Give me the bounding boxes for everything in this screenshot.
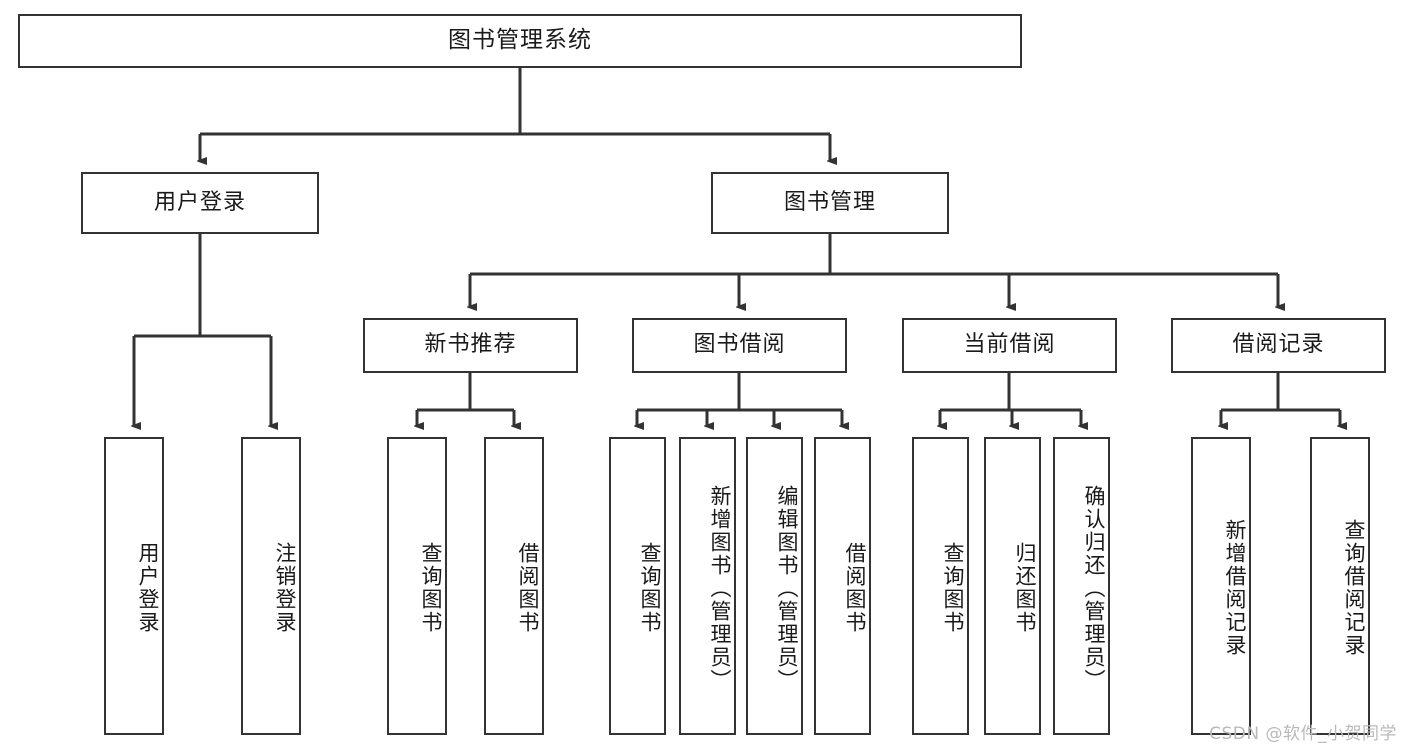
leaf-node-7[interactable]: 借阅图书 [814,437,871,735]
leaf-node-label: 用户登录 [136,542,160,634]
leaf-node-5[interactable]: 新增图书（管理员） [679,437,736,735]
leaf-node-12[interactable]: 查询借阅记录 [1310,437,1370,735]
leaf-node-1[interactable]: 注销登录 [241,437,301,735]
leaf-node-label: 查询图书 [419,542,443,634]
leaf-node-11[interactable]: 新增借阅记录 [1191,437,1251,735]
level3-node-label: 借阅记录 [1232,332,1325,358]
leaf-node-3[interactable]: 借阅图书 [484,437,544,735]
leaf-node-2[interactable]: 查询图书 [387,437,447,735]
level2-node-label: 图书管理 [783,189,876,215]
level3-node-0[interactable]: 新书推荐 [363,318,578,373]
level3-node-label: 新书推荐 [424,332,517,358]
leaf-node-label: 编辑图书（管理员） [775,484,799,692]
level2-node-label: 用户登录 [153,189,246,215]
leaf-node-label: 注销登录 [273,542,297,634]
watermark: CSDN @软件_小贺同学 [1209,724,1397,744]
leaf-node-label: 归还图书 [1013,542,1037,634]
leaf-node-label: 查询图书 [941,542,965,634]
leaf-node-label: 确认归还（管理员） [1082,484,1106,692]
level3-node-3[interactable]: 借阅记录 [1171,318,1386,373]
level3-node-label: 当前借阅 [963,332,1056,358]
leaf-node-6[interactable]: 编辑图书（管理员） [746,437,803,735]
level2-node-0[interactable]: 用户登录 [81,172,319,234]
leaf-node-label: 新增借阅记录 [1223,519,1247,657]
level2-node-1[interactable]: 图书管理 [711,172,949,234]
leaf-node-9[interactable]: 归还图书 [984,437,1041,735]
leaf-node-10[interactable]: 确认归还（管理员） [1053,437,1110,735]
leaf-node-label: 新增图书（管理员） [708,484,732,692]
leaf-node-8[interactable]: 查询图书 [912,437,969,735]
leaf-node-label: 查询图书 [638,542,662,634]
level3-node-1[interactable]: 图书借阅 [632,318,847,373]
root-node-0[interactable]: 图书管理系统 [18,14,1022,68]
level3-node-2[interactable]: 当前借阅 [902,318,1117,373]
leaf-node-4[interactable]: 查询图书 [609,437,666,735]
leaf-node-label: 借阅图书 [516,542,540,634]
leaf-node-0[interactable]: 用户登录 [104,437,164,735]
level3-node-label: 图书借阅 [693,332,786,358]
leaf-node-label: 借阅图书 [843,542,867,634]
root-node-label: 图书管理系统 [448,27,592,54]
leaf-node-label: 查询借阅记录 [1342,519,1366,657]
